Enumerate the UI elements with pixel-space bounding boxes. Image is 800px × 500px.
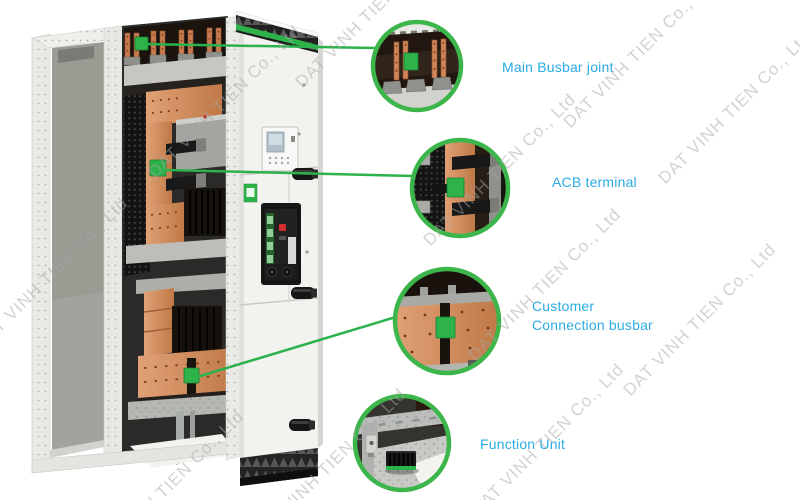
display-screen-glare xyxy=(269,134,282,145)
panel-screw xyxy=(305,250,309,254)
frame-post-middle-holes xyxy=(104,26,124,459)
frame-interior-lower xyxy=(52,292,104,456)
front-hinge-post-holes xyxy=(226,16,240,460)
equipment-box-top xyxy=(176,114,226,125)
panel-screw xyxy=(302,83,306,87)
door-seam xyxy=(239,297,319,306)
frame-bottom-inner-rail xyxy=(50,440,104,458)
cabinet-left-frame xyxy=(31,25,125,474)
breaker-trip-button xyxy=(279,224,286,231)
display-keypad xyxy=(268,156,290,165)
bottom-ventilation-base xyxy=(240,448,318,486)
equipment-box-indicator xyxy=(203,115,207,119)
callout-circle-main-busbar-joint xyxy=(370,19,464,113)
bay-shelf xyxy=(126,238,234,264)
copper-step xyxy=(143,307,175,313)
front-panel-edge-shade xyxy=(240,16,244,458)
base-rail-texture xyxy=(128,394,238,420)
copper-busbar-top-arm xyxy=(146,84,222,126)
leader-line-acb-terminal xyxy=(164,168,416,178)
label-acb-terminal: ACB terminal xyxy=(552,174,637,190)
copper-riser xyxy=(144,288,174,358)
copper-step xyxy=(143,327,175,333)
green-tab xyxy=(284,38,293,42)
leader-lines xyxy=(139,42,416,379)
busbar-support xyxy=(149,54,167,64)
display-module xyxy=(261,126,299,172)
callout-detail-customer-connection-busbar xyxy=(395,269,499,373)
door-handle xyxy=(289,419,315,431)
label-function-unit: Function Unit xyxy=(480,436,566,452)
detail-function-unit-block xyxy=(386,451,416,470)
detail-terminal-clamp xyxy=(446,177,465,198)
perforated-panel-holes xyxy=(124,93,150,276)
callout-ring xyxy=(352,393,452,493)
terminal-bar-cap xyxy=(196,138,206,152)
callout-ring xyxy=(392,266,502,376)
display-side-key xyxy=(291,136,295,142)
busbar-fins-upper xyxy=(184,188,226,236)
acb-terminal-clamp xyxy=(149,159,167,177)
breaker-detail xyxy=(279,236,286,240)
top-cap-green-stripe xyxy=(236,24,318,50)
terminal-bar xyxy=(166,140,198,155)
front-right-return xyxy=(318,38,323,448)
detail-connection-clamp xyxy=(435,316,456,339)
leader-line-customer-connection-busbar xyxy=(195,314,401,379)
callout-ring xyxy=(370,19,464,113)
detail-joint-clamp xyxy=(403,52,419,71)
label-main-busbar-joint: Main Busbar joint xyxy=(502,59,614,75)
frame-post-left-holes xyxy=(32,34,50,473)
callout-ring xyxy=(409,137,511,239)
leader-line-main-busbar-joint xyxy=(139,42,377,50)
callout-circle-acb-terminal xyxy=(409,137,511,239)
breaker-green-segments xyxy=(267,216,273,263)
callout-circle-customer-connection-busbar xyxy=(392,266,502,376)
terminal-bar-cap xyxy=(196,173,206,188)
frame-top-rail-holes xyxy=(32,26,122,48)
callout-detail-function-unit xyxy=(355,396,449,490)
copper-holes xyxy=(143,360,229,369)
breaker-rating-plate xyxy=(288,237,296,264)
label-customer-connection-busbar: Customer Connection busbar xyxy=(532,298,653,333)
green-product-sticker xyxy=(243,183,258,203)
busbar-fins-lower xyxy=(172,306,222,356)
busbar-support xyxy=(123,56,141,66)
bay-rail xyxy=(136,272,238,294)
door-handle xyxy=(291,287,317,299)
green-tab xyxy=(258,31,267,35)
interior-vent-slot xyxy=(58,46,94,63)
copper-busbar-lower xyxy=(146,202,184,246)
callout-circle-function-unit xyxy=(352,393,452,493)
customer-connection-clamp xyxy=(183,367,200,384)
detail-copper-holes xyxy=(403,308,490,354)
panel-screw xyxy=(297,132,301,136)
terminal-bar xyxy=(166,175,198,191)
cabinet-front-section xyxy=(225,10,323,486)
acb-breaker xyxy=(261,203,301,285)
